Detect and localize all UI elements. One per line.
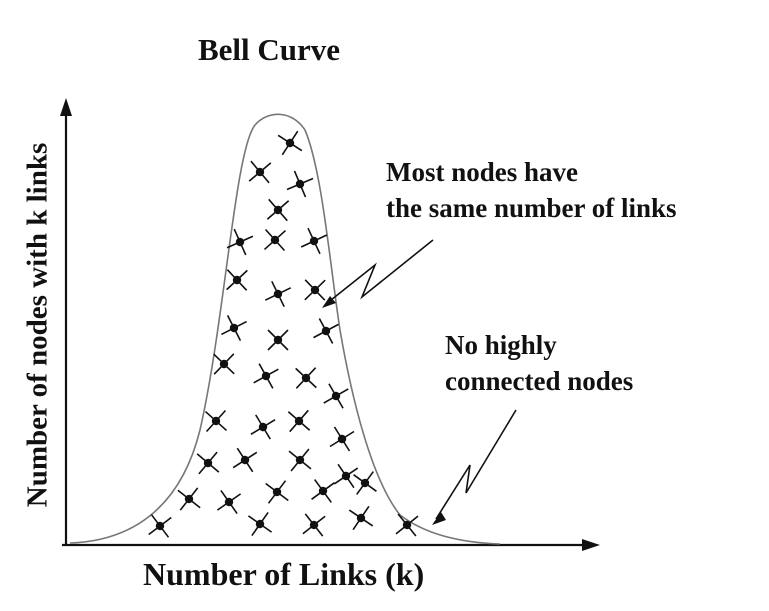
annotation-no-highly-connected: No highly connected nodes [445,327,633,399]
star-node-icon [286,170,314,198]
star-node-icon [277,130,303,156]
star-node-icon [263,228,287,252]
star-node-icon [288,448,312,472]
annotation-line: No highly [445,330,557,360]
star-node-icon [287,409,311,433]
annotation-arrow-no-highly-head [432,512,446,525]
star-node-icon [329,426,355,452]
star-node-icon [304,279,326,301]
x-axis-label: Number of Links (k) [143,556,425,592]
star-node-icon [302,513,326,537]
star-node-icon [148,514,172,538]
bell-curve [69,113,501,545]
star-node-icon [221,315,247,341]
node-cluster [148,130,419,538]
star-node-icon [213,353,235,375]
star-node-icon [248,160,272,184]
star-node-icon [232,447,258,473]
annotation-most-nodes: Most nodes have the same number of links [386,154,677,226]
star-node-icon [250,414,276,440]
star-node-icon [226,228,254,256]
star-node-icon [264,280,292,308]
annotation-arrow-no-highly [435,409,517,520]
star-node-icon [196,451,220,475]
x-axis-arrowhead [582,539,600,551]
star-node-icon [300,227,328,255]
star-node-icon [216,489,242,515]
star-node-icon [177,487,201,511]
star-node-icon [311,479,335,503]
annotation-arrow-most-nodes [325,239,434,305]
annotation-line: connected nodes [445,366,634,396]
annotation-line: Most nodes have [386,157,579,187]
star-node-icon [204,409,228,433]
diagram-title: Bell Curve [198,32,341,67]
star-node-icon [313,318,339,344]
annotation-arrow-most-nodes-head [322,296,336,308]
star-node-icon [253,363,279,389]
star-node-icon [226,269,248,291]
star-node-icon [247,511,273,537]
y-axis-arrowhead [60,98,72,116]
star-node-icon [353,471,377,495]
star-node-icon [348,505,374,531]
star-node-icon [267,329,289,351]
annotation-line: the same number of links [386,193,677,223]
star-node-icon [333,463,359,489]
star-node-icon [395,513,419,537]
y-axis-label: Number of nodes with k links [21,142,54,508]
star-node-icon [265,480,289,504]
star-node-icon [266,198,290,222]
star-node-icon [295,367,317,389]
star-node-icon [323,383,349,409]
